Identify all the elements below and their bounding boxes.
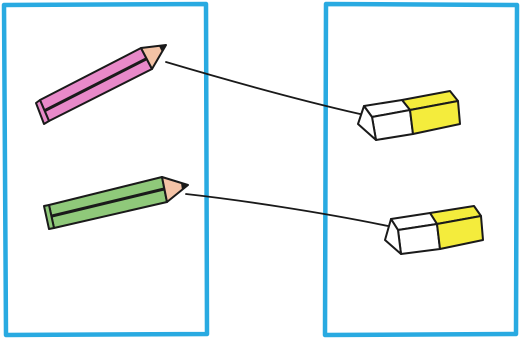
connector-line-1 xyxy=(165,61,361,115)
left-panel xyxy=(1,1,210,338)
eraser-icon-1 xyxy=(357,90,461,141)
connector-line-2 xyxy=(185,193,389,227)
eraser-icon-2 xyxy=(384,205,484,255)
right-panel xyxy=(322,1,520,338)
pink-pencil-icon xyxy=(35,44,167,125)
green-pencil-icon xyxy=(43,176,189,230)
